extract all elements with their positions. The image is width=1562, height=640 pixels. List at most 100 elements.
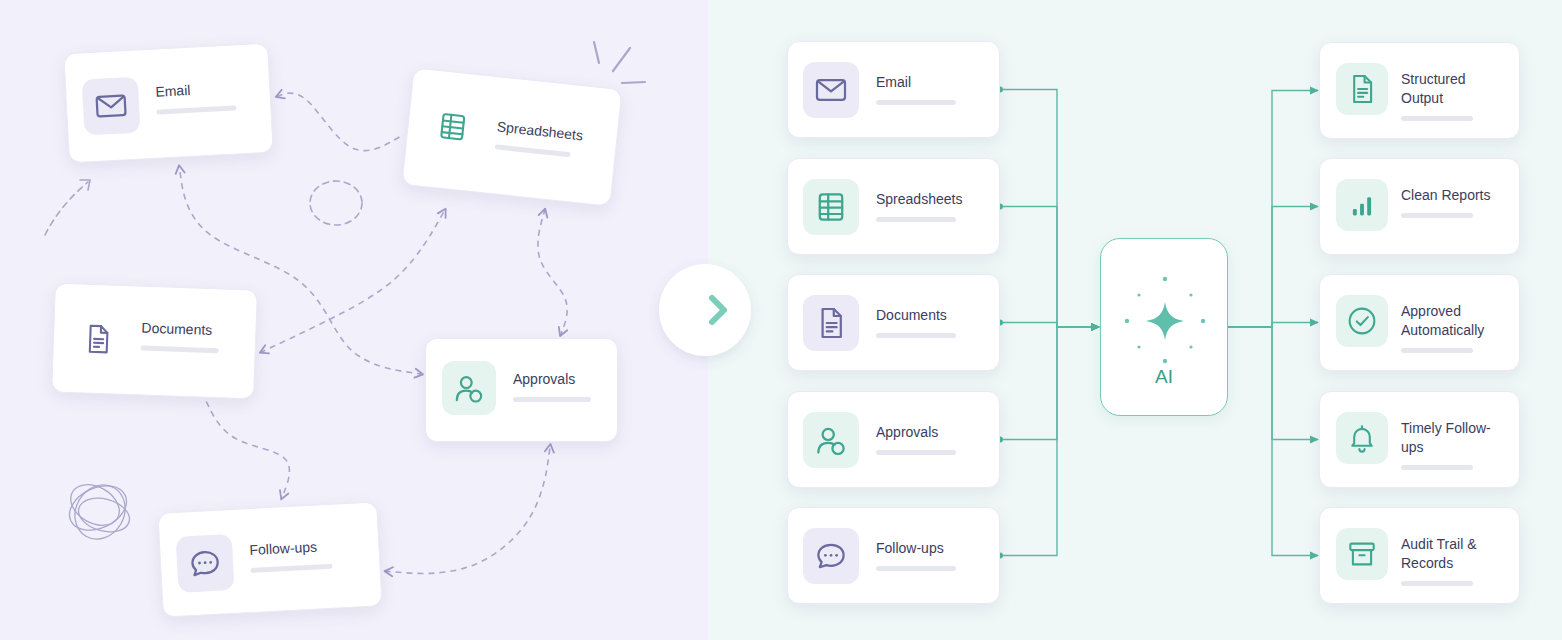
icon-glyph — [441, 114, 464, 139]
icon-tile — [1336, 412, 1388, 464]
spark-line — [622, 82, 645, 83]
card-label: Approved Automatically — [1401, 302, 1501, 340]
sparkle-dot — [1137, 293, 1140, 296]
placeholder-bar — [156, 105, 236, 114]
icon-glyph — [1350, 309, 1375, 334]
icon-tile — [176, 534, 235, 593]
flow-connector — [1000, 207, 1099, 328]
sparkle-dot — [1189, 345, 1192, 348]
placeholder-bar — [495, 144, 571, 157]
placeholder-bar — [876, 333, 956, 338]
card-label: Approvals — [876, 423, 938, 442]
icon-tile — [1336, 179, 1388, 231]
stray-arrow — [45, 182, 88, 235]
icon-tile — [442, 361, 496, 415]
placeholder-bar — [1401, 213, 1473, 218]
icon — [803, 528, 859, 584]
flow-connector — [1000, 327, 1099, 440]
card-label: Documents — [876, 306, 947, 325]
ai-box: AI — [1100, 238, 1228, 416]
placeholder-bar — [1401, 348, 1473, 353]
dashed-connector — [538, 209, 567, 336]
icon-tile — [803, 295, 859, 351]
dashed-connector — [385, 444, 551, 573]
dashed-connector — [260, 209, 446, 353]
icon-glyph — [457, 377, 481, 401]
card-label: Documents — [141, 319, 212, 340]
icon-glyph — [1350, 544, 1373, 565]
card: Email — [787, 41, 1000, 138]
icon — [803, 412, 859, 468]
card-label: Spreadsheets — [876, 190, 962, 209]
icon-glyph — [1354, 76, 1371, 102]
stray-arrow-head — [80, 180, 90, 190]
card: Timely Follow-ups — [1319, 391, 1520, 488]
card: Spreadsheets — [787, 158, 1000, 255]
icon — [803, 179, 859, 235]
card: Follow-ups — [157, 501, 382, 617]
decoration — [45, 42, 645, 548]
dashed-connector — [206, 402, 289, 500]
icon — [803, 295, 859, 351]
icon-glyph — [818, 429, 843, 454]
icon-tile — [82, 77, 141, 136]
icon-tile — [803, 528, 859, 584]
icon-glyph — [1352, 426, 1372, 451]
spark-line — [594, 42, 599, 63]
ai-label: AI — [1101, 365, 1227, 389]
dashed-connector — [276, 93, 400, 151]
flow-connector — [1228, 207, 1318, 328]
icon-tile — [1336, 528, 1388, 580]
card: Clean Reports — [1319, 158, 1520, 255]
card-label: Audit Trail & Records — [1401, 535, 1501, 573]
placeholder-bar — [141, 346, 219, 354]
dashed-loop — [310, 181, 362, 225]
card-label: Email — [876, 73, 911, 92]
icon-tile — [1336, 63, 1388, 115]
placeholder-bar — [876, 566, 956, 571]
placeholder-bar — [1401, 581, 1473, 586]
icon-glyph — [820, 194, 842, 219]
card: Spreadsheets — [401, 67, 622, 206]
icon-glyph — [823, 309, 841, 337]
icon-tile — [803, 62, 859, 118]
icon — [1336, 412, 1388, 464]
arrow-shaft — [686, 307, 722, 313]
icon-tile — [71, 312, 125, 366]
icon-glyph — [90, 326, 108, 353]
card-label: Spreadsheets — [496, 117, 584, 145]
card-label: Approvals — [513, 370, 575, 389]
placeholder-bar — [513, 397, 591, 402]
card-label: Follow-ups — [876, 539, 944, 558]
icon — [82, 77, 141, 136]
flow-connector — [1228, 327, 1318, 440]
sparkle-dot — [1163, 277, 1167, 281]
flow-connector — [1228, 327, 1318, 556]
left-panel — [0, 0, 708, 640]
placeholder-bar — [876, 450, 956, 455]
card: Documents — [51, 282, 258, 399]
card: Approvals — [425, 338, 618, 442]
placeholder-bar — [1401, 465, 1473, 470]
sparkle-dot — [1163, 359, 1167, 363]
sparkle-icon — [1101, 257, 1229, 377]
card-label: Structured Output — [1401, 70, 1501, 108]
sparkle-dot — [1137, 345, 1140, 348]
card-label: Timely Follow-ups — [1401, 419, 1501, 457]
transition-arrow — [659, 264, 751, 356]
card: Email — [63, 43, 273, 164]
icon — [1336, 528, 1388, 580]
icon — [71, 312, 125, 366]
card-label: Clean Reports — [1401, 186, 1501, 205]
card: Documents — [787, 274, 1000, 371]
sparkle — [1146, 302, 1184, 340]
icon-glyph — [817, 80, 845, 100]
flow-connector — [1000, 90, 1099, 328]
icon-glyph — [97, 95, 126, 116]
spark-line — [613, 48, 630, 71]
card: Follow-ups — [787, 507, 1000, 604]
arrow-head — [712, 298, 724, 322]
icon — [442, 361, 496, 415]
placeholder-bar — [250, 564, 332, 573]
